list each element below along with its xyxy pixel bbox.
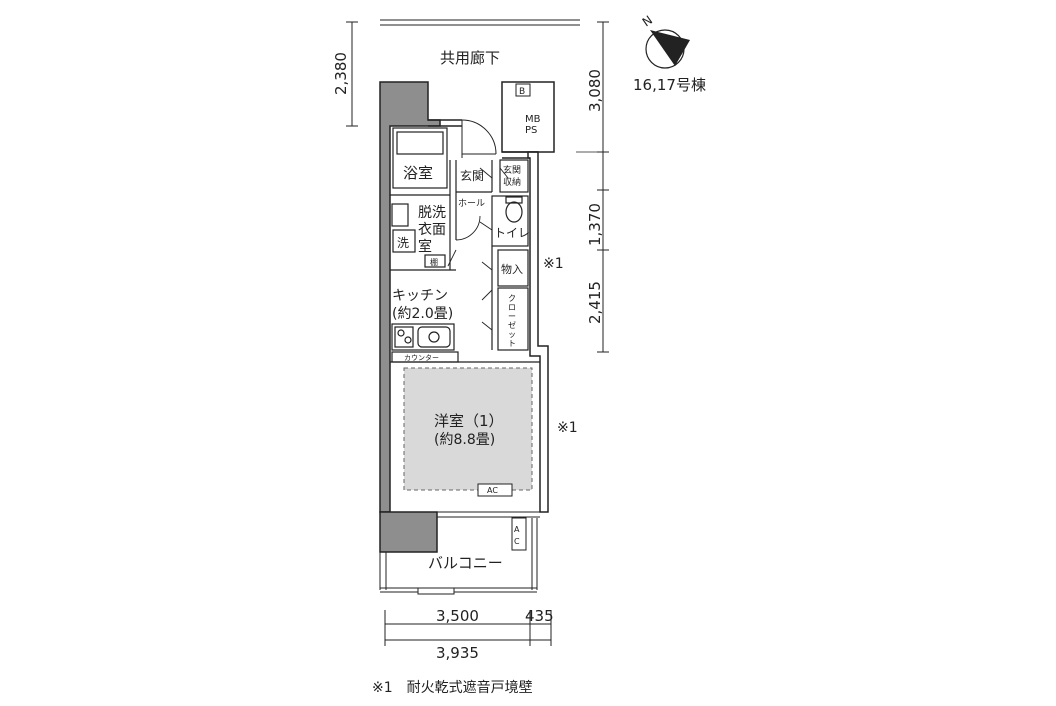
ps-label: PS (525, 125, 537, 136)
western-room-label: 洋室（1） (434, 412, 504, 430)
washroom-label-3: 室 (418, 238, 432, 255)
building-label: 16,17号棟 (633, 76, 706, 94)
balcony-label: バルコニー (428, 554, 503, 572)
counter-label: カウンター (404, 353, 439, 362)
note-mark-lower: ※1 (557, 420, 578, 436)
dimension-right (576, 21, 609, 353)
closet-char-6: ト (508, 339, 516, 348)
ac-vertical-c: C (514, 537, 520, 546)
dim-right-2415: 2,415 (586, 281, 604, 324)
compass: N (640, 13, 690, 69)
dim-bottom-3935: 3,935 (436, 644, 479, 662)
dimension-left (346, 21, 358, 127)
dim-left-2380: 2,380 (332, 52, 350, 95)
kitchen-size: (約2.0畳) (392, 306, 453, 322)
kitchen-label: キッチン (392, 288, 448, 304)
closet-char-5: ッ (508, 330, 516, 339)
closet-char-4: ゼ (508, 320, 516, 330)
ac-vertical-a: A (514, 525, 520, 534)
compass-letter: N (640, 13, 655, 30)
dim-right-3080: 3,080 (586, 69, 604, 112)
dimension-bottom (384, 610, 552, 646)
dim-bottom-435: 435 (525, 607, 554, 625)
corridor-rails (380, 19, 580, 26)
bath-label: 浴室 (403, 164, 433, 182)
shelf-label: 棚 (430, 257, 438, 267)
corridor-label: 共用廊下 (440, 49, 500, 67)
entrance-storage-label-2: 収納 (503, 176, 521, 188)
washroom-label-2: 衣面 (418, 222, 446, 238)
western-room-size: (約8.8畳) (434, 432, 495, 448)
door-swings (447, 167, 509, 331)
dim-bottom-3500: 3,500 (436, 607, 479, 625)
north-arrow-icon (650, 30, 690, 66)
balcony-structure (379, 511, 540, 595)
entrance-door (461, 119, 497, 158)
western-room-floor (403, 367, 533, 491)
entrance-storage-label-1: 玄関 (503, 164, 521, 176)
b-box-label: B (519, 87, 525, 97)
footnote: ※1 耐火乾式遮音戸境壁 (372, 679, 533, 696)
closet-char-1: ク (508, 294, 516, 303)
closet-char-3: ー (508, 312, 516, 321)
interior-walls (390, 127, 540, 363)
walls (379, 81, 555, 553)
hall-label: ホール (458, 198, 485, 209)
washer-label: 洗 (397, 236, 409, 250)
storage-label: 物入 (501, 262, 523, 276)
ac-unit (477, 483, 513, 497)
ac-label: AC (487, 486, 498, 495)
dim-right-1370: 1,370 (586, 203, 604, 246)
entrance-label: 玄関 (460, 168, 484, 183)
closet-label: ク ロ ー ゼ ッ ト (508, 294, 516, 348)
closet-char-2: ロ (508, 303, 516, 312)
washroom-label-1: 脱洗 (418, 205, 446, 221)
toilet-label: トイレ (494, 226, 530, 240)
mb-label: MB (525, 114, 541, 125)
note-mark-upper: ※1 (543, 256, 564, 272)
